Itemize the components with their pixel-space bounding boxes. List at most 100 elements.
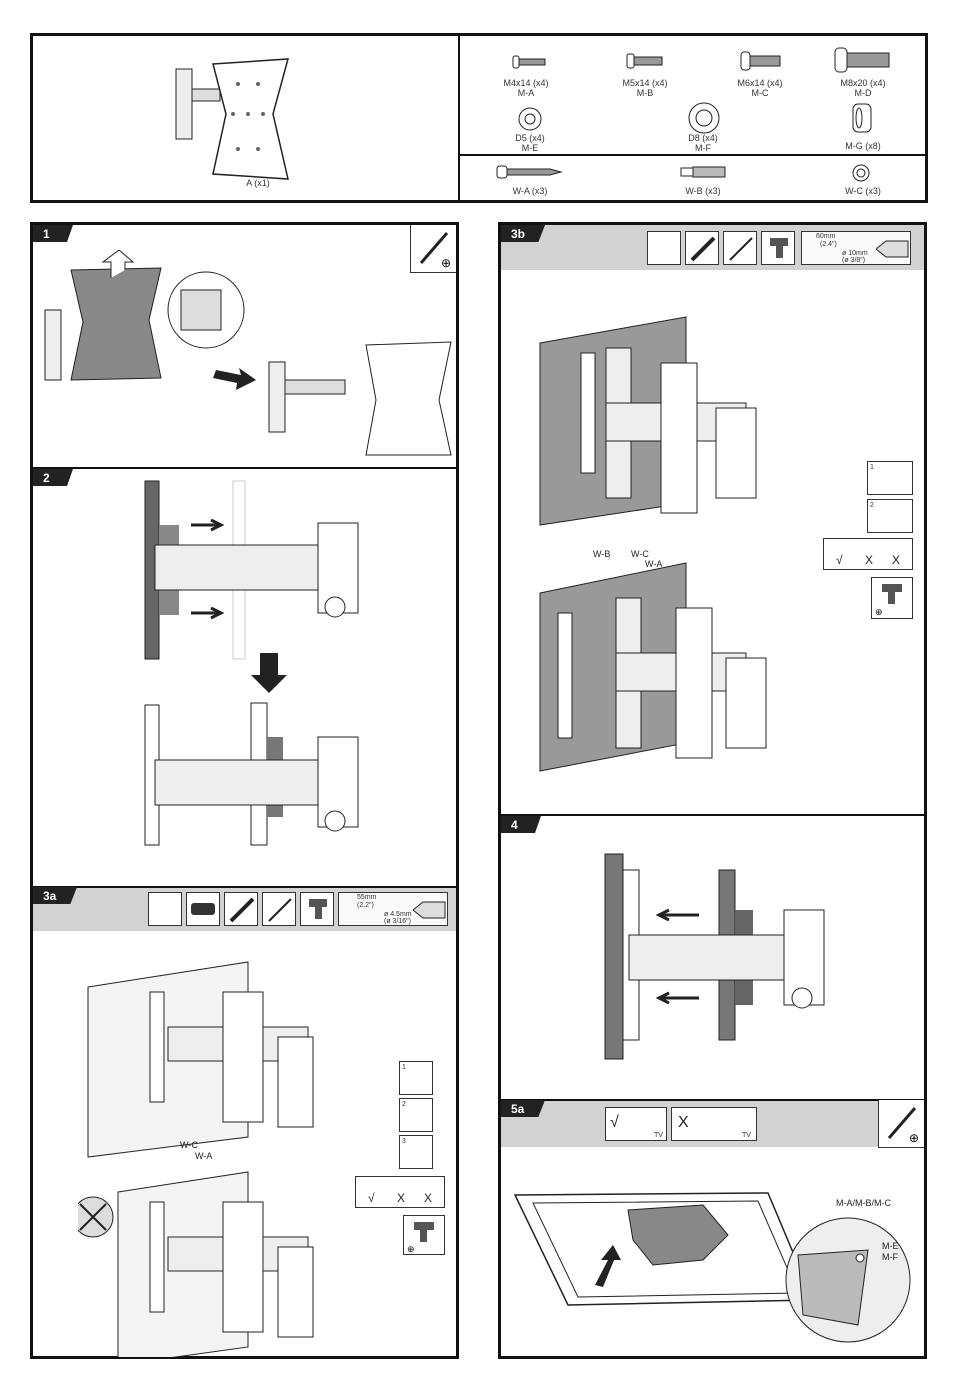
substep-number: 3: [402, 1138, 406, 1145]
part-size: M5x14 (x4): [622, 78, 668, 88]
drill-bit-spec: 60mm (2.4") ø 10mm (ø 3/8"): [801, 231, 911, 265]
part-size: D5 (x4): [515, 133, 545, 143]
divider: [501, 814, 924, 816]
mount-illustration: [175, 58, 290, 180]
substep-number: 1: [402, 1064, 406, 1071]
screw-choice-icon: √ X X: [823, 538, 913, 570]
divider: [458, 36, 460, 200]
part-code: M-A: [517, 88, 535, 98]
wood-screw-icon: [496, 165, 563, 179]
right-column: 3b 60mm (2.4") ø 10mm (ø 3/8") W-B W-C W…: [498, 222, 927, 1359]
step2-illustration: [144, 480, 359, 846]
step1-illustration: [44, 250, 452, 456]
step4-illustration: [604, 853, 825, 1060]
drill-depth: 60mm: [816, 233, 836, 240]
screw-icon: [626, 53, 663, 69]
step-number: 3b: [501, 225, 545, 242]
drill-diameter-inches: (ø 3/16"): [384, 918, 411, 925]
part-code: M-C: [751, 88, 769, 98]
substep-number: 2: [870, 502, 874, 509]
drill-icon: [761, 231, 795, 265]
step-number: 3a: [33, 887, 77, 904]
part-code: W-B (x3): [685, 186, 721, 196]
drill-screw-icon: ⊕: [403, 1215, 445, 1255]
part-size: M6x14 (x4): [737, 78, 783, 88]
substep-3-icon: 3: [399, 1135, 433, 1169]
x-mark: X: [865, 553, 874, 567]
svg-text:⊕: ⊕: [909, 1131, 919, 1145]
part-code: M-B: [636, 88, 654, 98]
screw-icon: [834, 47, 890, 73]
parts-list: A (x1) M4x14 (x4) M-A M5x14 (x4) M-B M6x…: [30, 33, 928, 203]
substep-1-icon: 1: [867, 461, 913, 495]
wall-icon: [647, 231, 681, 265]
level-icon: [685, 231, 719, 265]
part-code: M-D: [854, 88, 872, 98]
drill-depth-inches: (2.4"): [820, 241, 837, 248]
check-mark: √: [610, 1114, 619, 1131]
wrong-mounting-icon: X TV: [671, 1107, 757, 1141]
drill-diameter-inches: (ø 3/8"): [842, 257, 866, 264]
level-icon: [224, 892, 258, 926]
part-size: M4x14 (x4): [503, 78, 549, 88]
step5a-illustration: [513, 1192, 911, 1343]
drill-depth-inches: (2.2"): [357, 902, 374, 909]
step-number: 1: [33, 225, 73, 242]
svg-text:⊕: ⊕: [407, 1244, 415, 1254]
mount-label: A (x1): [246, 178, 270, 188]
x-mark: X: [397, 1191, 406, 1205]
label-wa: W-A: [195, 1151, 213, 1161]
label-screws: M-A/M-B/M-C: [836, 1198, 891, 1208]
svg-text:⊕: ⊕: [875, 607, 883, 617]
svg-text:⊕: ⊕: [441, 256, 451, 270]
wall-icon: [148, 892, 182, 926]
label-wa: W-A: [645, 559, 663, 569]
substep-number: 1: [870, 464, 874, 471]
tv-label: TV: [742, 1132, 751, 1139]
drill-diameter: ø 10mm: [842, 250, 868, 257]
substep-1-icon: 1: [399, 1061, 433, 1095]
part-size: D8 (x4): [688, 133, 718, 143]
screwdriver-icon: ⊕: [878, 1100, 924, 1148]
part-code: W-A (x3): [512, 186, 548, 196]
part-code: W-C (x3): [845, 186, 881, 196]
part-code: M-E: [521, 143, 539, 153]
step-number: 5a: [501, 1100, 545, 1117]
pencil-icon: [723, 231, 757, 265]
pencil-icon: [262, 892, 296, 926]
x-mark: X: [892, 553, 901, 567]
label-wb: W-B: [593, 549, 611, 559]
screwdriver-icon: ⊕: [410, 225, 456, 273]
check-mark: √: [368, 1191, 375, 1205]
divider: [33, 467, 456, 469]
x-mark: X: [678, 1114, 689, 1131]
part-code: M-F: [695, 143, 711, 153]
step3b-illustration: [539, 316, 767, 772]
drill-depth: 55mm: [357, 894, 377, 901]
drill-icon: [300, 892, 334, 926]
drill-diameter: ø 4.5mm: [384, 911, 412, 918]
step-number: 4: [501, 816, 541, 833]
step-number: 2: [33, 469, 73, 486]
label-wc: W-C: [180, 1140, 198, 1150]
washer-icon: [852, 164, 870, 182]
divider: [460, 154, 928, 156]
left-column: 1 ⊕ 2 3a 55mm (2.2") ø 4.5mm (ø 3/16") W…: [30, 222, 459, 1359]
label-mf: M-F: [882, 1252, 898, 1262]
label-wc: W-C: [631, 549, 649, 559]
step3a-illustration: [78, 961, 314, 1357]
spacer-icon: [852, 103, 872, 133]
x-mark: X: [424, 1191, 433, 1205]
part-size: M8x20 (x4): [840, 78, 886, 88]
stud-finder-icon: [186, 892, 220, 926]
tv-label: TV: [654, 1132, 663, 1139]
part-code: M-G (x8): [845, 141, 881, 151]
check-mark: √: [836, 553, 843, 567]
drill-screw-icon: ⊕: [871, 577, 913, 619]
screw-icon: [740, 51, 781, 71]
screw-choice-icon: √ X X: [355, 1176, 445, 1208]
substep-number: 2: [402, 1101, 406, 1108]
drill-bit-spec: 55mm (2.2") ø 4.5mm (ø 3/16"): [338, 892, 448, 926]
screw-icon: [512, 55, 546, 69]
label-me: M-E: [882, 1241, 899, 1251]
